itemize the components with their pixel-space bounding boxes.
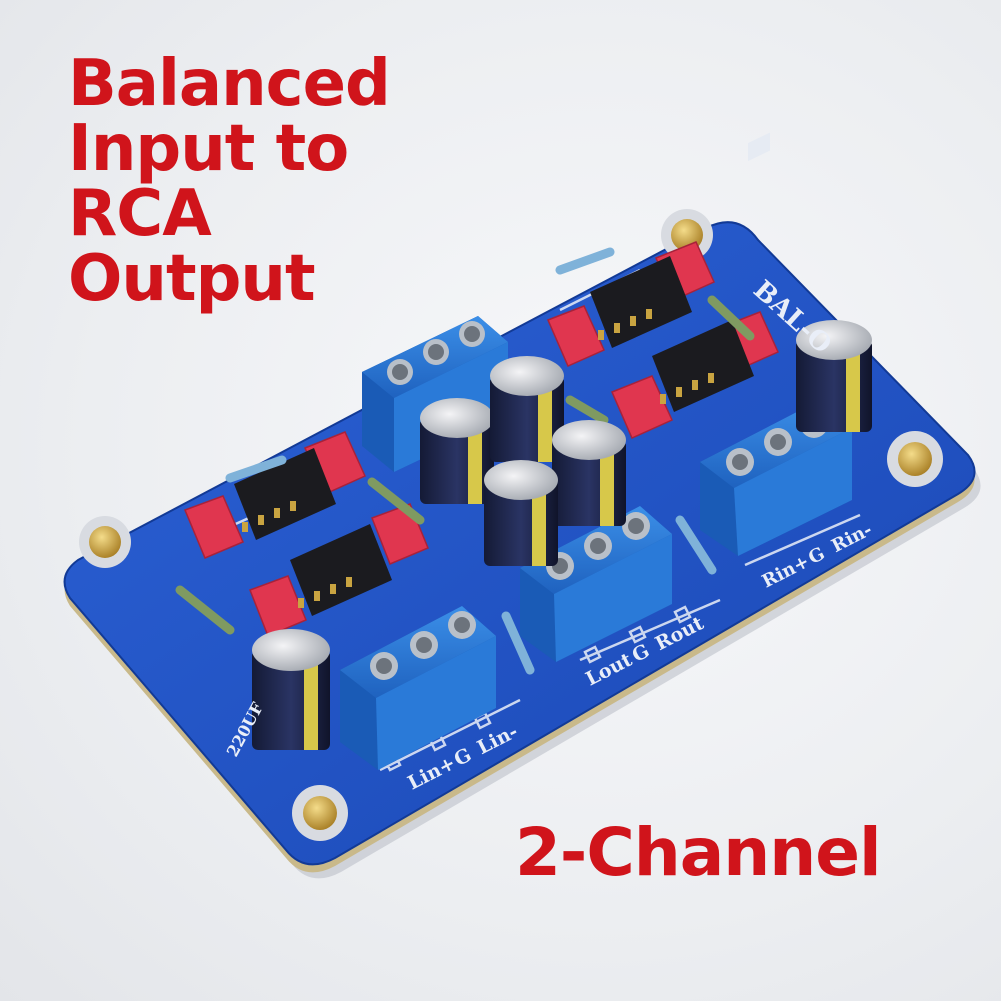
opamp-ic [290,524,392,616]
headline-line: Input to [68,112,349,186]
standoff [292,785,348,841]
headline-line: Output [68,242,316,316]
electrolytic-capacitor [552,420,626,526]
electrolytic-capacitor [420,398,494,504]
electrolytic-capacitor [484,460,558,566]
terminal-block-output [520,506,672,662]
headline-line: Balanced [68,47,391,121]
standoff [887,431,943,487]
film-capacitors [184,241,779,637]
opamp-ic [590,256,692,348]
resistors [175,247,755,675]
terminal-block-left-input [340,606,496,770]
electrolytic-capacitor [252,629,330,750]
channel-count-label: 2-Channel [515,814,882,891]
standoff [661,209,713,261]
headline: Balanced Input to RCA Output [68,47,391,316]
electrolytic-capacitor [490,356,564,462]
opamp-ic [652,320,754,412]
headline-line: RCA [68,177,212,251]
electrolytic-capacitor [796,320,872,432]
opamp-ic [234,448,336,540]
standoff [79,516,131,568]
